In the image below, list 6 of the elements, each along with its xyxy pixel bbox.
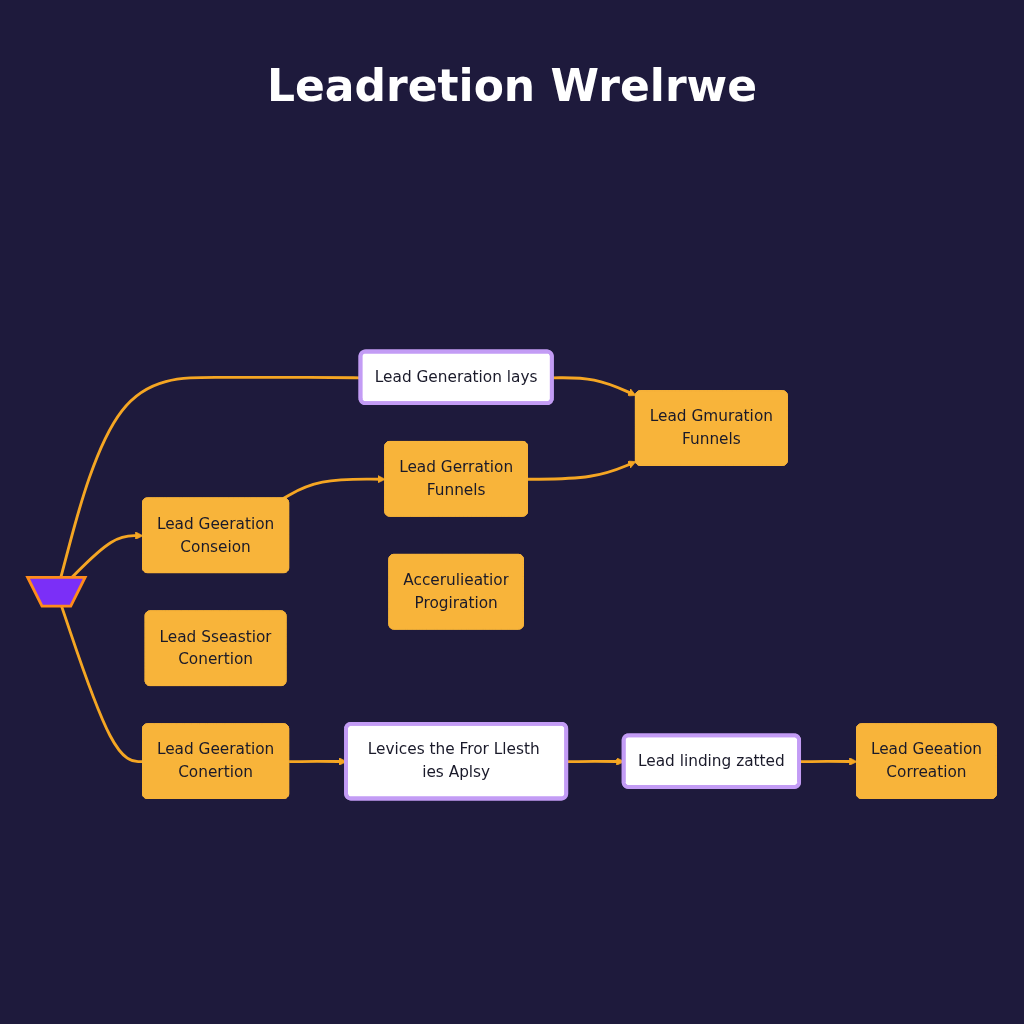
arrow xyxy=(282,475,386,500)
arrow xyxy=(527,460,637,481)
connector xyxy=(60,606,144,764)
title: Leadretion Wrelrwe xyxy=(266,60,758,111)
node-funnel xyxy=(25,575,88,608)
arrow xyxy=(552,376,637,397)
